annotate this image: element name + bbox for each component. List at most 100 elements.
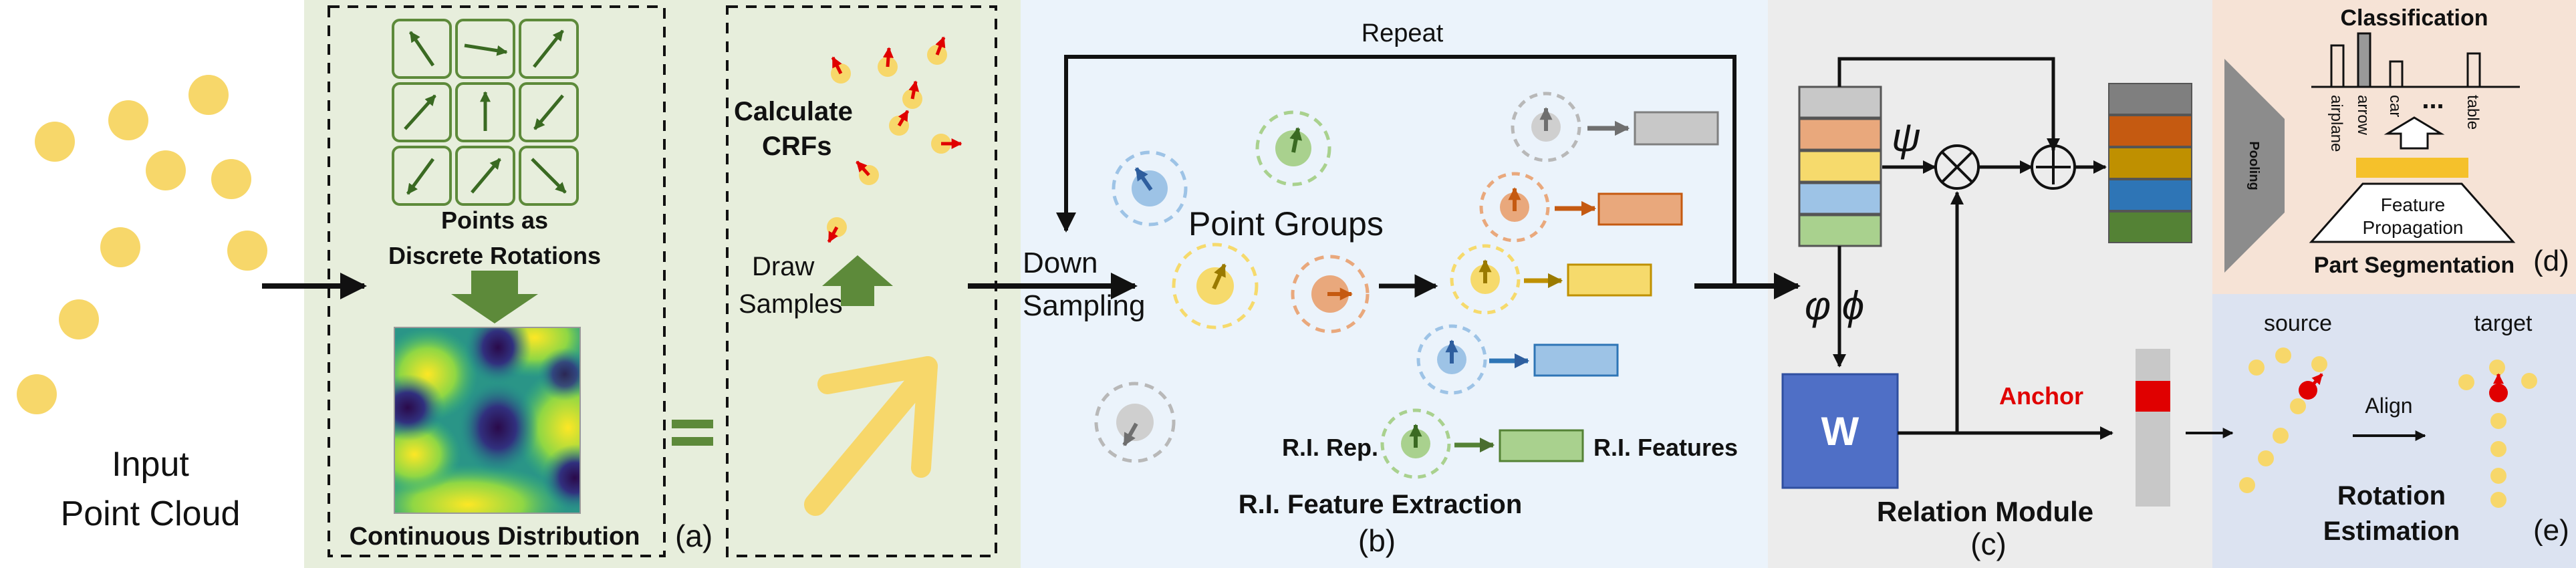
panel-e-background <box>2212 294 2576 568</box>
rotation-cell <box>519 19 579 79</box>
stack-cell <box>1798 150 1882 183</box>
category-arrow: arrow <box>2354 95 2372 136</box>
rotation-arrows <box>404 29 567 195</box>
anchor-highlight <box>2136 381 2170 412</box>
rotation-cell <box>519 82 579 142</box>
class-bar <box>2357 32 2371 88</box>
crf-samples <box>827 36 962 243</box>
input-label-line1: Input <box>112 445 189 484</box>
equals-sign-bottom <box>672 437 713 446</box>
source-pose-indicator <box>2299 373 2323 400</box>
down-sampling-line2: Sampling <box>1023 289 1145 322</box>
stack-cell <box>2108 115 2192 147</box>
point-group <box>1094 382 1176 463</box>
point-groups-label: Point Groups <box>1188 205 1384 243</box>
stack-cell <box>2108 179 2192 211</box>
crf-box <box>726 5 997 557</box>
source-point <box>2239 477 2255 493</box>
category-airplane: airplane <box>2327 95 2345 152</box>
ri-feature-bar <box>1597 192 1683 226</box>
rotation-arrow <box>406 158 435 195</box>
heatmap-caption: Continuous Distribution <box>350 523 640 551</box>
stack-cell <box>1798 214 1882 247</box>
w-block <box>1781 373 1899 489</box>
w-label: W <box>1821 409 1859 454</box>
rotation-cell <box>519 146 579 206</box>
input-point <box>227 231 267 271</box>
rotation-arrow <box>533 94 564 130</box>
input-label-line2: Point Cloud <box>61 494 241 533</box>
panel-e-label: (e) <box>2533 514 2569 547</box>
input-point <box>211 159 251 199</box>
stack-cell <box>2108 83 2192 115</box>
fp-label-line2: Propagation <box>2362 217 2463 238</box>
large-yellow-arrow <box>804 356 938 516</box>
rotation-estimation-line2: Estimation <box>2323 517 2460 546</box>
stack-cell <box>1798 86 1882 119</box>
rotation-arrow <box>531 158 567 194</box>
hollow-up-arrow <box>2384 116 2445 150</box>
class-bar <box>2466 52 2481 88</box>
rotation-cell <box>455 19 515 79</box>
rotation-cell <box>392 82 452 142</box>
point-group <box>1255 110 1331 186</box>
pooling-label: Pooling <box>2246 141 2261 190</box>
target-points <box>2458 360 2537 508</box>
input-point <box>35 122 75 162</box>
relation-module-title: Relation Module <box>1877 496 2093 527</box>
ri-feature-bar <box>1567 263 1652 297</box>
target-pose-indicator <box>2489 373 2508 402</box>
input-point <box>100 227 140 267</box>
input-point <box>108 100 148 140</box>
down-sampling-line1: Down <box>1023 247 1098 279</box>
target-point <box>2490 441 2506 457</box>
source-point <box>2311 356 2327 372</box>
source-points <box>2239 347 2327 493</box>
point-group <box>1112 150 1188 227</box>
rotation-estimation-line1: Rotation <box>2337 481 2446 511</box>
panel-b-label: (b) <box>1358 523 1396 558</box>
pooling-funnel <box>2224 59 2285 273</box>
calculate-crfs-line1: Calculate <box>734 97 853 126</box>
add-node <box>2031 144 2076 190</box>
down-arrow-green <box>451 271 538 323</box>
rotation-cell <box>392 19 452 79</box>
source-point <box>2290 398 2306 414</box>
category-ellipsis: ... <box>2422 85 2444 114</box>
ri-feature-extraction <box>1380 92 1719 479</box>
fp-label-line1: Feature <box>2381 194 2446 215</box>
grid-caption-line1: Points as <box>441 206 548 234</box>
grid-caption-line2: Discrete Rotations <box>388 242 601 269</box>
category-table: table <box>2464 95 2482 130</box>
source-point <box>2273 428 2289 444</box>
ri-rep-green <box>1380 408 1584 479</box>
classification-title: Classification <box>2340 5 2488 31</box>
part-segmentation-title: Part Segmentation <box>2314 253 2515 278</box>
target-point <box>2490 468 2506 484</box>
rotation-cell <box>455 82 515 142</box>
source-label: source <box>2264 311 2332 336</box>
ri-feature-bar <box>1533 343 1619 377</box>
stack-cell <box>2108 211 2192 243</box>
panel-d-label: (d) <box>2533 245 2569 277</box>
point-group-circles <box>1094 110 1370 463</box>
rotation-arrow <box>404 94 436 130</box>
segmentation-bar <box>2356 158 2468 178</box>
input-point <box>146 150 186 190</box>
ri-rep-orange <box>1479 172 1683 243</box>
rotation-arrow <box>408 31 435 67</box>
psi-symbol: ψ <box>1892 115 1921 160</box>
draw-samples-line1: Draw <box>752 252 814 281</box>
align-label: Align <box>2365 394 2412 418</box>
rotation-grid-box <box>328 5 666 557</box>
input-point <box>188 75 229 115</box>
anchor-label: Anchor <box>1999 382 2083 410</box>
panel-a-label: (a) <box>675 519 713 553</box>
ri-features-label: R.I. Features <box>1593 434 1738 461</box>
feature-stack-output <box>2108 83 2192 243</box>
ri-extraction-title: R.I. Feature Extraction <box>1239 490 1523 519</box>
calculate-crfs-line2: CRFs <box>762 132 831 161</box>
category-car: car <box>2386 95 2404 117</box>
ri-rep-blue <box>1416 324 1619 395</box>
